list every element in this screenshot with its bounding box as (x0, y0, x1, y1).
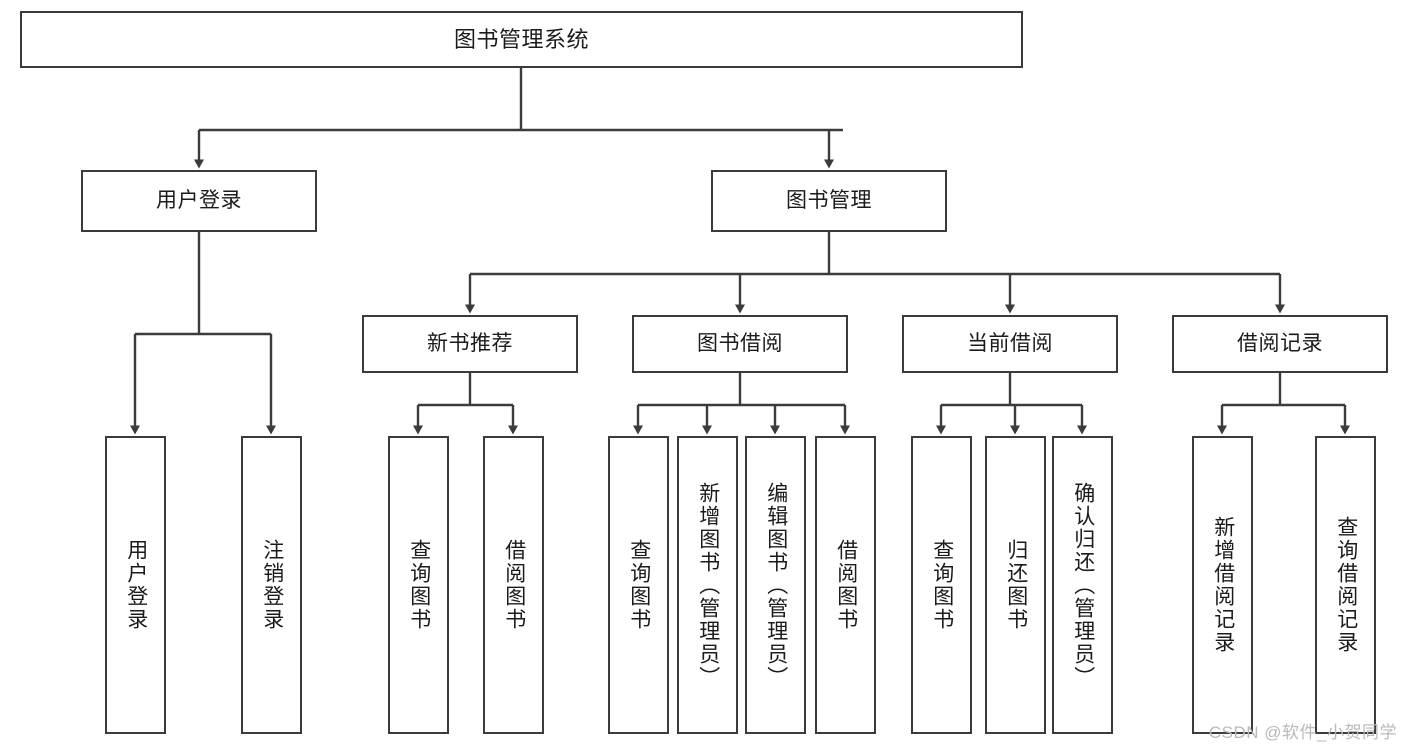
leaf-edit-book-admin[interactable]: 编辑图书（管理员） (745, 436, 806, 734)
leaf-logout[interactable]: 注销登录 (241, 436, 302, 734)
leaf-add-book-admin[interactable]: 新增图书（管理员） (677, 436, 738, 734)
leaf-return-books[interactable]: 归还图书 (985, 436, 1046, 734)
node-label: 借阅图书 (834, 539, 858, 631)
node-label: 图书管理系统 (453, 26, 589, 52)
node-current-borrowing[interactable]: 当前借阅 (902, 315, 1118, 373)
node-borrow-records[interactable]: 借阅记录 (1172, 315, 1388, 373)
node-label: 用户登录 (124, 539, 148, 631)
node-label: 新增图书（管理员） (696, 481, 720, 689)
node-book-management[interactable]: 图书管理 (711, 170, 947, 232)
node-label: 查询图书 (627, 539, 651, 631)
node-book-borrowing[interactable]: 图书借阅 (632, 315, 848, 373)
node-label: 编辑图书（管理员） (764, 481, 788, 689)
leaf-query-books-current[interactable]: 查询图书 (911, 436, 972, 734)
node-label: 图书管理 (786, 188, 872, 212)
node-label: 查询图书 (407, 539, 431, 631)
node-label: 新书推荐 (427, 331, 513, 355)
leaf-add-borrow-record[interactable]: 新增借阅记录 (1192, 436, 1253, 734)
node-user-login[interactable]: 用户登录 (81, 170, 317, 232)
node-new-book-recommendation[interactable]: 新书推荐 (362, 315, 578, 373)
node-label: 注销登录 (260, 539, 284, 631)
node-label: 查询图书 (930, 539, 954, 631)
leaf-borrow-books-borrow[interactable]: 借阅图书 (815, 436, 876, 734)
leaf-query-books-borrow[interactable]: 查询图书 (608, 436, 669, 734)
node-label: 当前借阅 (967, 331, 1053, 355)
node-label: 新增借阅记录 (1211, 516, 1235, 654)
node-label: 借阅图书 (502, 539, 526, 631)
leaf-confirm-return-admin[interactable]: 确认归还（管理员） (1052, 436, 1113, 734)
node-label: 用户登录 (156, 188, 242, 212)
node-label: 确认归还（管理员） (1071, 481, 1095, 689)
node-root-book-management-system[interactable]: 图书管理系统 (20, 11, 1023, 68)
leaf-borrow-books-newbook[interactable]: 借阅图书 (483, 436, 544, 734)
leaf-query-books-newbook[interactable]: 查询图书 (388, 436, 449, 734)
leaf-query-borrow-record[interactable]: 查询借阅记录 (1315, 436, 1376, 734)
node-label: 借阅记录 (1237, 331, 1323, 355)
leaf-user-login[interactable]: 用户登录 (105, 436, 166, 734)
node-label: 图书借阅 (697, 331, 783, 355)
csdn-watermark: CSDN @软件_小贺同学 (1208, 723, 1397, 742)
node-label: 查询借阅记录 (1334, 516, 1358, 654)
node-label: 归还图书 (1004, 539, 1028, 631)
